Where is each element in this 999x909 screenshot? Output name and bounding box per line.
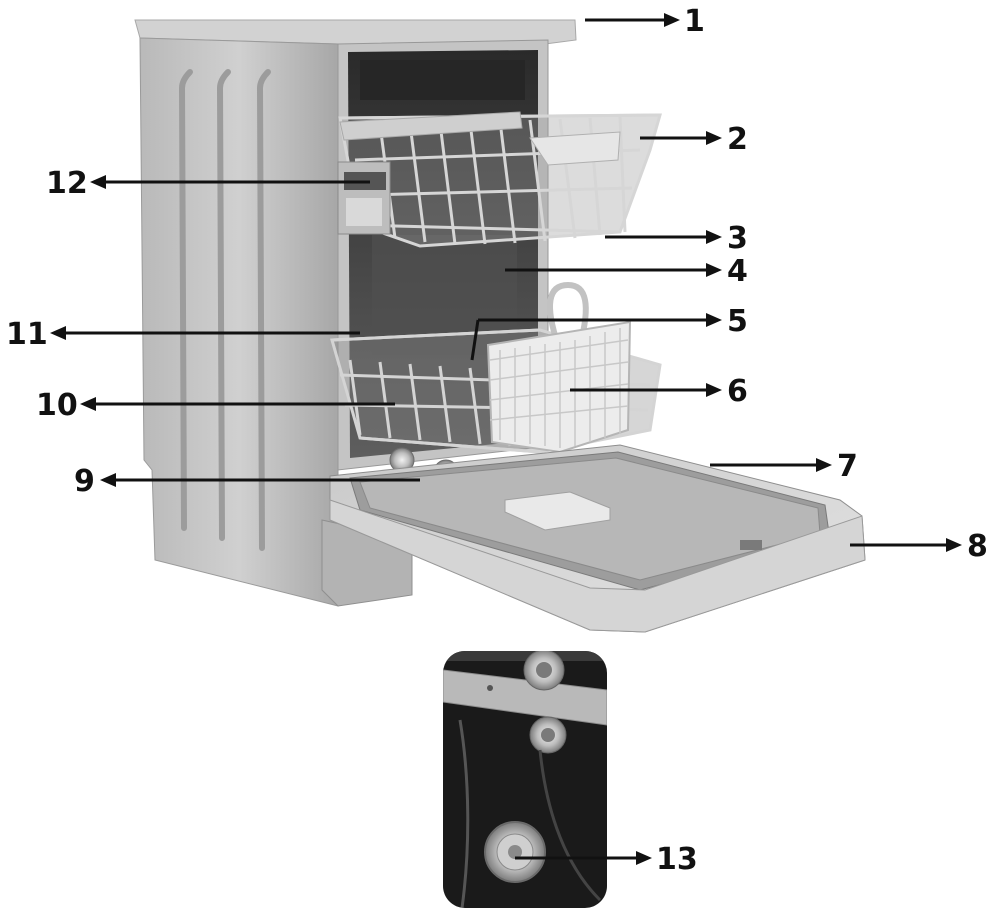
side-panel: [139, 37, 339, 607]
detergent-dispenser: [504, 491, 611, 531]
callout-5: 5: [727, 304, 748, 339]
detail-inset: [443, 651, 607, 908]
callout-3: 3: [727, 221, 748, 256]
callout-11: 11: [6, 317, 48, 352]
upper-spray-arm-mount: [337, 161, 391, 235]
door: [329, 444, 866, 633]
callout-12: 12: [46, 166, 88, 201]
callout-arrows: [50, 13, 962, 865]
callout-7: 7: [837, 449, 858, 484]
callout-1: 1: [684, 4, 705, 39]
callout-4: 4: [727, 254, 748, 289]
callout-labels: 1 2 3 4 5 6 7 8 9 10 11 12 13: [6, 4, 988, 877]
callout-8: 8: [967, 529, 988, 564]
cutlery-tray: [339, 111, 621, 166]
callout-6: 6: [727, 374, 748, 409]
callout-10: 10: [36, 388, 78, 423]
callout-9: 9: [74, 464, 95, 499]
callout-2: 2: [727, 122, 748, 157]
callout-13: 13: [656, 842, 698, 877]
